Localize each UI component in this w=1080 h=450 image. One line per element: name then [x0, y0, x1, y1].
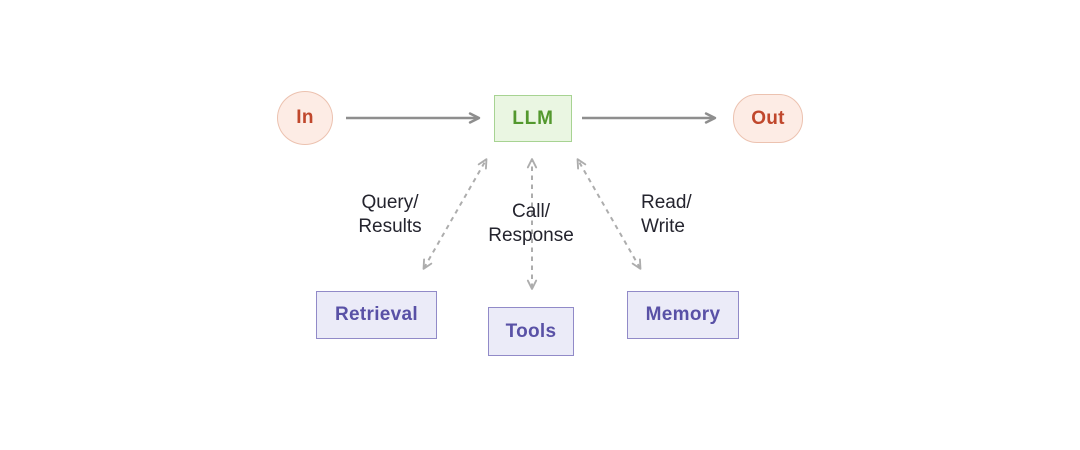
edge-label-call-response: Call/ Response — [488, 201, 574, 246]
edge-label-read-write: Read/ Write — [641, 192, 692, 237]
node-out: Out — [733, 94, 803, 143]
node-llm: LLM — [494, 95, 572, 142]
node-tools: Tools — [488, 307, 574, 356]
edge-label-query-results: Query/ Results — [358, 192, 422, 237]
node-in: In — [277, 91, 333, 145]
arrow-llm-retrieval — [422, 158, 488, 270]
arrow-llm-memory — [576, 158, 642, 270]
node-retrieval: Retrieval — [316, 291, 437, 339]
node-memory: Memory — [627, 291, 739, 339]
